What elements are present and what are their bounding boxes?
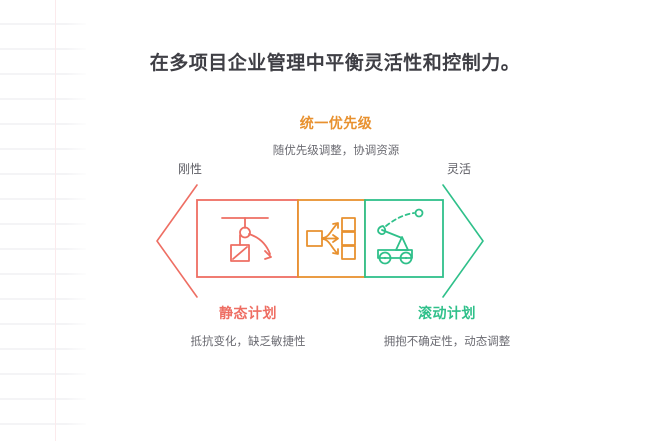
segment-box-rolling xyxy=(364,199,444,278)
page-title: 在多项目企业管理中平衡灵活性和控制力。 xyxy=(149,53,521,74)
static-plan-description: 抵抗变化，缺乏敏捷性 xyxy=(190,336,306,348)
unified-priority-heading: 统一优先级 xyxy=(299,115,373,131)
crane-pulley-icon xyxy=(221,217,272,262)
right-arrowhead-icon xyxy=(442,184,484,298)
axis-label-rigid: 刚性 xyxy=(178,162,203,176)
double-arrow-diagram xyxy=(150,180,520,302)
rolling-plan-description: 拥抱不确定性，动态调整 xyxy=(383,336,511,348)
segment-box-static xyxy=(196,199,299,278)
paper-margin-line xyxy=(55,0,56,441)
branching-tasks-icon xyxy=(306,217,356,260)
unified-priority-description: 随优先级调整，协调资源 xyxy=(272,145,400,157)
rolling-plan-heading: 滚动计划 xyxy=(418,305,476,321)
unified-priority-caption: 统一优先级 随优先级调整，协调资源 xyxy=(243,113,429,160)
catapult-icon xyxy=(377,208,424,265)
rolling-plan-caption: 滚动计划 拥抱不确定性，动态调整 xyxy=(357,303,537,351)
static-plan-caption: 静态计划 抵抗变化，缺乏敏捷性 xyxy=(158,303,338,351)
axis-label-agile: 灵活 xyxy=(447,162,472,176)
static-plan-heading: 静态计划 xyxy=(219,305,277,321)
left-arrowhead-icon xyxy=(156,184,198,298)
